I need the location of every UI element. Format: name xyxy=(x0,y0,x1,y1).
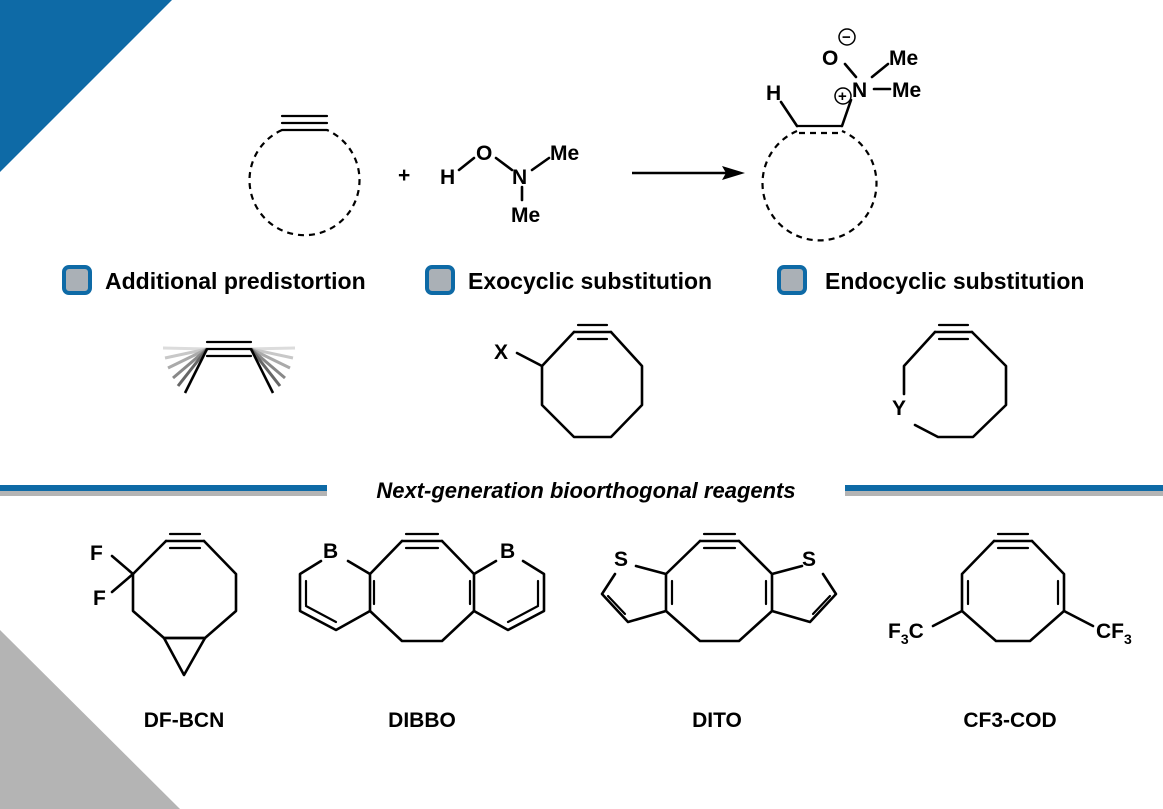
product-atom-me-1: Me xyxy=(889,47,918,70)
cf3-left-group: F3C xyxy=(888,620,924,647)
atom-f-2: F xyxy=(93,587,106,610)
section-title: Next-generation bioorthogonal reagents xyxy=(376,478,795,503)
positive-charge: + xyxy=(838,88,847,105)
cycloalkyne-reactant xyxy=(248,114,361,237)
divider-left-blue xyxy=(0,485,327,491)
predistortion-alkyne-diagram xyxy=(162,340,296,394)
atom-h: H xyxy=(440,166,455,189)
product-atom-n: N xyxy=(852,79,867,102)
compound-name-dito: DITO xyxy=(692,709,742,732)
atom-o: O xyxy=(476,142,492,165)
corner-triangle-gray xyxy=(0,630,180,809)
feature-label: Exocyclic substitution xyxy=(468,268,712,294)
compound-name-dibbo: DIBBO xyxy=(388,709,456,732)
atom-f-1: F xyxy=(90,542,103,565)
cf3-right-group: CF3 xyxy=(1096,620,1132,647)
checkbox-icon xyxy=(425,265,455,295)
substituent-x: X xyxy=(494,341,508,364)
compound-cf3-cod: F3C CF3 CF3-COD xyxy=(888,532,1132,732)
compound-df-bcn: F F DF-BCN xyxy=(90,532,238,732)
feature-exocyclic-substitution: Exocyclic substitution xyxy=(425,265,712,295)
corner-triangle-blue xyxy=(0,0,172,172)
endocyclic-cyclooctyne: Y xyxy=(892,323,1008,439)
dimethylhydroxylamine: H O N Me Me xyxy=(440,142,579,227)
positive-charge-circle xyxy=(834,87,852,105)
feature-label: Endocyclic substitution xyxy=(825,268,1084,294)
checkbox-icon xyxy=(777,265,807,295)
divider-right-gray xyxy=(845,491,1163,496)
compound-name-df-bcn: DF-BCN xyxy=(144,709,224,732)
feature-label: Additional predistortion xyxy=(105,268,366,294)
exocyclic-cyclooctyne: X xyxy=(494,323,644,439)
atom-b-2: B xyxy=(500,540,515,563)
product-atom-me-2: Me xyxy=(892,79,921,102)
plus-sign: + xyxy=(398,164,410,187)
feature-additional-predistortion: Additional predistortion xyxy=(62,265,366,295)
atom-me-2: Me xyxy=(511,204,540,227)
product-atom-h: H xyxy=(766,82,781,105)
atom-n: N xyxy=(512,166,527,189)
product-enamine-n-oxide: H N + O − Me Me xyxy=(761,28,921,242)
feature-endocyclic-substitution: Endocyclic substitution xyxy=(777,265,1084,295)
atom-me-1: Me xyxy=(550,142,579,165)
atom-s-2: S xyxy=(802,548,816,571)
negative-charge-circle xyxy=(838,28,856,46)
negative-charge: − xyxy=(842,29,851,46)
reaction-arrow xyxy=(632,166,745,180)
compound-dito: S S DITO xyxy=(600,532,838,732)
product-atom-o: O xyxy=(822,47,838,70)
atom-s-1: S xyxy=(614,548,628,571)
heteroatom-y: Y xyxy=(892,397,906,420)
divider-left-gray xyxy=(0,491,327,496)
compound-dibbo: B B DIBBO xyxy=(298,532,546,732)
atom-b-1: B xyxy=(323,540,338,563)
divider-right-blue xyxy=(845,485,1163,491)
compound-name-cf3-cod: CF3-COD xyxy=(963,709,1056,732)
section-divider: Next-generation bioorthogonal reagents xyxy=(0,478,1163,503)
checkbox-icon xyxy=(62,265,92,295)
